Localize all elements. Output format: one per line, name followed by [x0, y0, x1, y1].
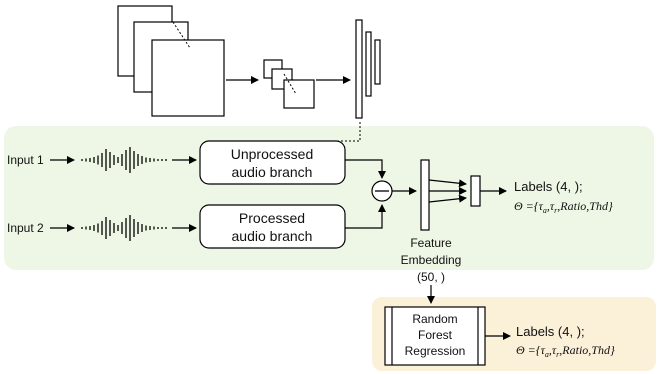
input-2-label: Input 2 [7, 221, 44, 235]
random-forest-label-line3: Regression [405, 344, 466, 358]
theta-top-formula: Θ ={τa,τr,Ratio,Thd} [514, 199, 613, 215]
output-layer [470, 175, 481, 207]
processed-branch-label-line2: audio branch [232, 228, 313, 244]
processed-branch-label-line1: Processed [239, 210, 305, 226]
feature-embedding-shape: (50, ) [417, 270, 445, 284]
subtract-operator-icon [371, 180, 393, 202]
feature-embedding-label-line2: Embedding [401, 253, 462, 267]
theta-bottom-formula: Θ ={τa,τr,Ratio,Thd} [516, 343, 615, 359]
processed-audio-branch-box [199, 204, 346, 249]
labels-top-text: Labels (4, ); [514, 179, 583, 194]
feature-embedding-layer [420, 159, 430, 231]
unprocessed-audio-branch-box [199, 140, 346, 185]
random-forest-label-line2: Forest [418, 328, 453, 342]
labels-bottom-text: Labels (4, ); [516, 324, 585, 339]
random-forest-label-line1: Random [412, 312, 457, 326]
unprocessed-branch-label-line1: Unprocessed [231, 146, 314, 162]
waveform-icon [81, 147, 167, 173]
green-background-panel [4, 126, 654, 270]
input-1-label: Input 1 [7, 153, 44, 167]
dense-connections [428, 179, 467, 203]
waveform-icon [81, 215, 167, 241]
cnn-feature-map-icon [117, 5, 381, 119]
feature-embedding-label-line1: Feature [410, 236, 452, 250]
random-forest-regression-box [384, 306, 486, 366]
unprocessed-branch-label-line2: audio branch [232, 164, 313, 180]
